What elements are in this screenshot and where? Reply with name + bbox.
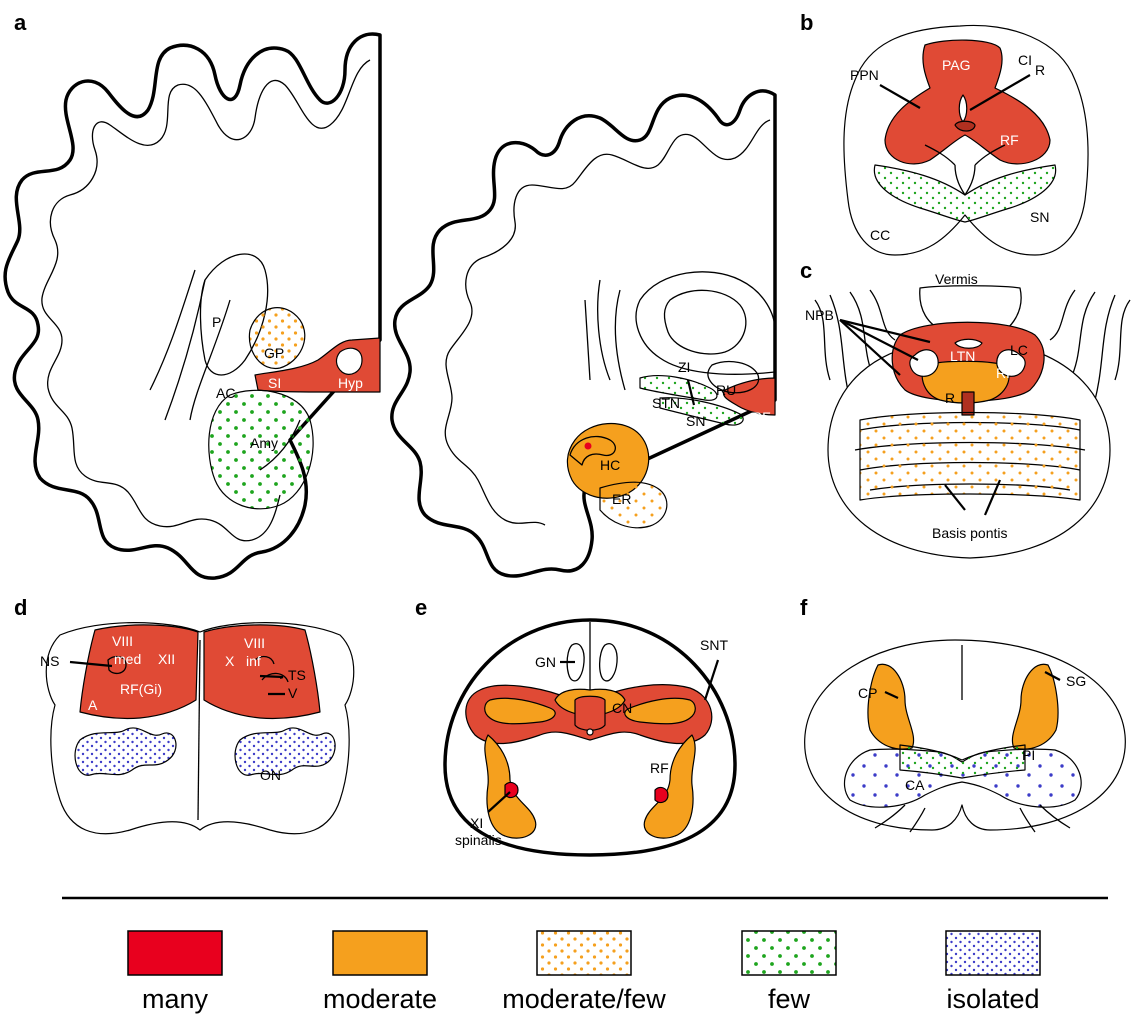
label-PPN: PPN (850, 67, 879, 83)
raphe-c (962, 392, 974, 415)
label-X: X (225, 653, 235, 669)
label-AC: AC (216, 385, 235, 401)
panel-c: c Vermis NPB LTN LC RF R Basis pontis (800, 258, 1130, 558)
label-HC: HC (600, 457, 620, 473)
label-CC: CC (870, 227, 890, 243)
cortex-outline-left (5, 34, 380, 578)
label-SNT: SNT (700, 637, 728, 653)
panel-letter-c: c (800, 258, 812, 283)
label-CI: CI (1018, 52, 1032, 68)
label-VIII-inf-2: inf (246, 653, 261, 669)
label-LC: LC (1010, 342, 1028, 358)
legend-swatch-many (128, 931, 222, 975)
label-RF-c: RF (996, 365, 1015, 381)
legend-label-few: few (768, 984, 811, 1014)
label-STN: STN (652, 395, 680, 411)
label-CP: CP (858, 685, 877, 701)
legend-swatch-moderate (333, 931, 427, 975)
entorhinal-cortex (600, 482, 667, 528)
label-VIII-med-2: med (114, 651, 141, 667)
leader-TS-2 (260, 676, 283, 677)
label-A: A (88, 697, 98, 713)
label-VIII-med-1: VIII (112, 633, 133, 649)
label-R-b: R (1035, 62, 1045, 78)
fourth-ventricle (955, 339, 982, 348)
label-XII: XII (158, 651, 175, 667)
legend-swatch-moderate-few (537, 931, 631, 975)
label-CA: CA (905, 777, 925, 793)
legend-label-isolated: isolated (946, 984, 1039, 1014)
label-Vermis: Vermis (935, 271, 978, 287)
coronal-section-left: P GP F AC SI Hyp Amy (5, 34, 380, 578)
label-RF-e: RF (650, 760, 669, 776)
label-SN-b: SN (1030, 209, 1049, 225)
panel-f: f CP SG PI CA (800, 595, 1125, 832)
label-R-c: R (945, 390, 955, 406)
rf-spot-e (655, 788, 668, 803)
label-RFGi: RF(Gi) (120, 681, 162, 697)
panel-letter-d: d (14, 595, 27, 620)
label-SG: SG (1066, 673, 1086, 689)
panel-letter-a: a (14, 10, 27, 35)
label-XI-1: XI (470, 815, 483, 831)
panel-b: b PAG CI PPN R RF SN CC (800, 10, 1088, 255)
central-grey-e (575, 696, 605, 730)
label-Basis-pontis: Basis pontis (932, 525, 1007, 541)
legend-swatch-few (742, 931, 836, 975)
label-NPB: NPB (805, 307, 834, 323)
label-VIII-inf-1: VIII (244, 635, 265, 651)
label-XI-2: spinalis (455, 832, 502, 848)
panel-e: e GN SNT CN RF XI spinalis (415, 595, 735, 855)
label-Hyp: Hyp (338, 375, 363, 391)
hippocampus-many-spot (585, 443, 592, 450)
label-PI: PI (1022, 747, 1035, 763)
legend: many moderate moderate/few few isolated (62, 898, 1108, 1014)
label-F: F (345, 353, 354, 369)
legend-label-moderate-few: moderate/few (502, 984, 666, 1014)
label-LTN: LTN (950, 348, 975, 364)
label-GN: GN (535, 654, 556, 670)
panel-a: a P GP F AC SI Hyp Amy (5, 10, 775, 578)
label-RF-b: RF (1000, 132, 1019, 148)
coronal-section-right: ZI STN RU SN RF HC ER (392, 91, 775, 576)
label-ER: ER (612, 491, 631, 507)
label-ZI: ZI (678, 359, 690, 375)
cortex-outline-right (392, 91, 775, 576)
panel-letter-f: f (800, 595, 808, 620)
label-CN: CN (612, 700, 632, 716)
label-Amy: Amy (250, 435, 278, 451)
label-RU: RU (716, 382, 736, 398)
aqueduct (959, 95, 967, 122)
label-TS: TS (288, 667, 306, 683)
label-NS: NS (40, 653, 59, 669)
panel-d: d VIII med XII VIII inf NS X TS V RF(Gi)… (14, 595, 354, 834)
label-PAG: PAG (942, 57, 971, 73)
legend-swatch-isolated (946, 931, 1040, 975)
label-GP: GP (264, 345, 284, 361)
central-canal-e (587, 729, 593, 735)
label-RF-a: RF (752, 409, 771, 425)
legend-label-many: many (142, 984, 209, 1014)
legend-label-moderate: moderate (323, 984, 437, 1014)
dorsal-medulla-left (80, 625, 198, 719)
label-V: V (288, 685, 298, 701)
legend-items: many moderate moderate/few few isolated (128, 931, 1040, 1014)
panel-letter-b: b (800, 10, 813, 35)
label-SN-a: SN (686, 413, 705, 429)
basis-pontis-mf (860, 413, 1080, 501)
label-P: P (212, 314, 221, 330)
panel-letter-e: e (415, 595, 427, 620)
label-SI: SI (268, 375, 281, 391)
label-ON: ON (260, 767, 281, 783)
